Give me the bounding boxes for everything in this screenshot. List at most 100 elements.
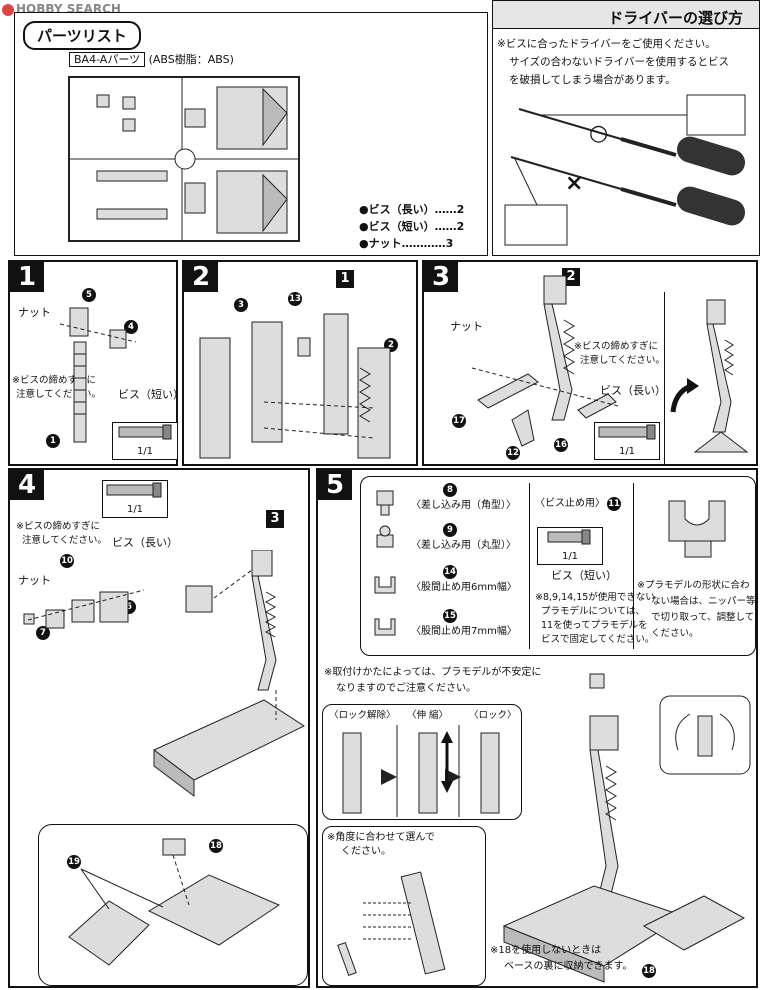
step-5-note-1: ※8,9,14,15が使用できない xyxy=(535,592,655,603)
step-5-note-4: ビスで固定してください。 xyxy=(541,634,655,645)
step-4-warning-2: 注意してください。 xyxy=(22,535,107,546)
runner-diagram xyxy=(68,76,300,242)
lock-mechanism-box: 〈ロック解除〉 〈伸 縮〉 〈ロック〉 xyxy=(322,704,522,820)
angle-select-box: ※角度に合わせて選んで ください。 xyxy=(322,826,486,986)
cut-note-3: で切り取って、調整して xyxy=(651,612,755,623)
lock-steps-diagram xyxy=(342,725,500,817)
driver-note-1: ※ビスに合ったドライバーをご使用ください。 xyxy=(497,38,716,50)
step-3-inset xyxy=(664,292,757,464)
step-1-nut-label: ナット xyxy=(18,306,51,319)
screw-icon xyxy=(598,424,656,440)
adapter-icons xyxy=(374,490,396,636)
final-stand-diagram xyxy=(502,673,751,983)
step-5-cut-diagram xyxy=(668,500,726,558)
adapter-8-label: 〈差し込み用（角型）〉 xyxy=(411,500,516,511)
adapter-9: 9 xyxy=(443,523,457,537)
driver-title-bar: ドライバーの選び方 xyxy=(493,1,759,29)
ng-mark: × xyxy=(565,171,584,196)
step-1-screw-label: ビス（短い） xyxy=(118,388,184,401)
extend-label: 〈伸 縮〉 xyxy=(407,710,449,721)
adapter-9-label: 〈差し込み用（丸型）〉 xyxy=(411,540,516,551)
step-4-screw-scale: 1/1 xyxy=(102,480,168,518)
part-19: 19 xyxy=(67,855,81,869)
step-4-number-badge: 4 xyxy=(10,470,44,500)
step-3-warning-2: 注意してください。 xyxy=(580,355,665,366)
step-5-number: 5 xyxy=(318,470,352,500)
part-7: 7 xyxy=(36,626,50,640)
screw-icon xyxy=(106,482,162,498)
adapter-options-box: 8 〈差し込み用（角型）〉 9 〈差し込み用（丸型）〉 14 〈股間止め用6mm… xyxy=(360,476,756,656)
step-3-inset-stand xyxy=(670,299,749,453)
adapter-8: 8 xyxy=(443,483,457,497)
divider-1 xyxy=(529,483,530,649)
base-storage-diagram xyxy=(68,838,281,966)
part-16: 16 xyxy=(554,438,568,452)
screwdriver-diagram xyxy=(504,94,746,246)
part-17: 17 xyxy=(452,414,466,428)
step-1-warning-2: 注意してください。 xyxy=(16,389,101,400)
step-3-warning-1: ※ビスの締めすぎに xyxy=(574,341,658,352)
step-1-panel: 1 ナット 5 4 1 ※ビスの締めすぎに 注意してください。 ビス（短い） 1… xyxy=(8,260,184,466)
step-3-number: 3 xyxy=(424,262,458,292)
angle-diagram xyxy=(337,871,446,977)
adapter-14: 14 xyxy=(443,565,457,579)
angle-note-1: ※角度に合わせて選んで xyxy=(327,832,435,843)
storage-note-1: ※18を使用しないときは xyxy=(490,945,602,956)
lock-release-label: 〈ロック解除〉 xyxy=(329,710,396,721)
cut-note-4: ください。 xyxy=(651,628,699,639)
step-4-base-inset: 18 19 xyxy=(38,824,308,986)
part-5: 5 xyxy=(82,288,96,302)
driver-note-2: サイズの合わないドライバーを使用するとビス xyxy=(509,56,729,68)
logo-icon xyxy=(2,3,14,16)
part-13: 13 xyxy=(288,292,302,306)
step-4-nut-label: ナット xyxy=(18,574,51,587)
part-10: 10 xyxy=(60,554,74,568)
angle-note-2: ください。 xyxy=(341,846,391,857)
step-2-number: 2 xyxy=(184,262,218,292)
step-3-nut-label: ナット xyxy=(450,320,483,333)
step-5-screw-label: ビス（短い） xyxy=(551,569,617,582)
step-5-screw-scale: 1/1 xyxy=(537,527,603,565)
screw-icon xyxy=(547,529,591,545)
step-2-arm-diagram xyxy=(199,313,391,459)
step-5-panel: 5 8 〈差し込み用（角型）〉 9 〈差し込み用（丸型）〉 14 〈股間止め用6… xyxy=(316,468,758,988)
stability-note-2: なりますのでご注意ください。 xyxy=(336,683,476,694)
cut-note-1: ※プラモデルの形状に合わ xyxy=(637,580,750,591)
part-18: 18 xyxy=(209,839,223,853)
part-1: 1 xyxy=(46,434,60,448)
step-1-stand-arm xyxy=(59,307,137,443)
page-title: パーツリスト xyxy=(23,21,141,50)
adapter-14-label: 〈股間止め用6mm幅〉 xyxy=(411,582,517,593)
screw-stop-label: 〈ビス止め用〉 xyxy=(535,498,605,509)
step-4-screw-label: ビス（長い） xyxy=(112,536,178,549)
parts-list-panel: パーツリスト BA4-Aパーツ (ABS樹脂：ABS) ●ビス（長い）……2 ●… xyxy=(14,12,488,256)
count-screw-short: ●ビス（短い）……2 xyxy=(359,220,465,233)
divider-2 xyxy=(633,483,634,649)
ok-mark: ○ xyxy=(589,121,609,146)
count-screw-long: ●ビス（長い）……2 xyxy=(359,203,465,216)
step-2-ref-1: 1 xyxy=(336,270,354,288)
adapter-15-label: 〈股間止め用7mm幅〉 xyxy=(411,626,517,637)
storage-note-2: ベースの裏に収納できます。 xyxy=(504,961,633,972)
step-1-screw-scale: 1/1 xyxy=(112,422,178,460)
step-5-note-3: 11を使ってプラモデルを xyxy=(541,620,648,631)
part-4: 4 xyxy=(124,320,138,334)
step-4-assembly-diagram xyxy=(23,550,306,797)
step-3-screw-label: ビス（長い） xyxy=(600,384,666,397)
count-nut: ●ナット…………3 xyxy=(359,237,454,250)
runner-label: BA4-Aパーツ (ABS樹脂：ABS) xyxy=(69,52,234,67)
step-3-screw-scale: 1/1 xyxy=(594,422,660,460)
stability-note-1: ※取付けかたによっては、プラモデルが不安定に xyxy=(324,667,542,678)
screw-icon xyxy=(118,424,172,440)
adapter-15: 15 xyxy=(443,609,457,623)
step-2-panel: 2 1 3 13 2 xyxy=(182,260,418,466)
part-11: 11 xyxy=(607,497,621,511)
storage-part-18: 18 xyxy=(642,964,656,978)
driver-panel: ドライバーの選び方 ※ビスに合ったドライバーをご使用ください。 サイズの合わない… xyxy=(492,0,760,256)
step-4-ref-3: 3 xyxy=(266,510,284,528)
step-1-warning-1: ※ビスの締めすぎに xyxy=(12,375,96,386)
step-5-note-2: プラモデルについては、 xyxy=(541,606,646,617)
cut-note-2: ない場合は、ニッパー等 xyxy=(651,596,756,607)
part-3: 3 xyxy=(234,298,248,312)
step-4-content: 4 1/1 ※ビスの締めすぎに 注意してください。 ビス（長い） ナット 10 … xyxy=(8,468,310,988)
